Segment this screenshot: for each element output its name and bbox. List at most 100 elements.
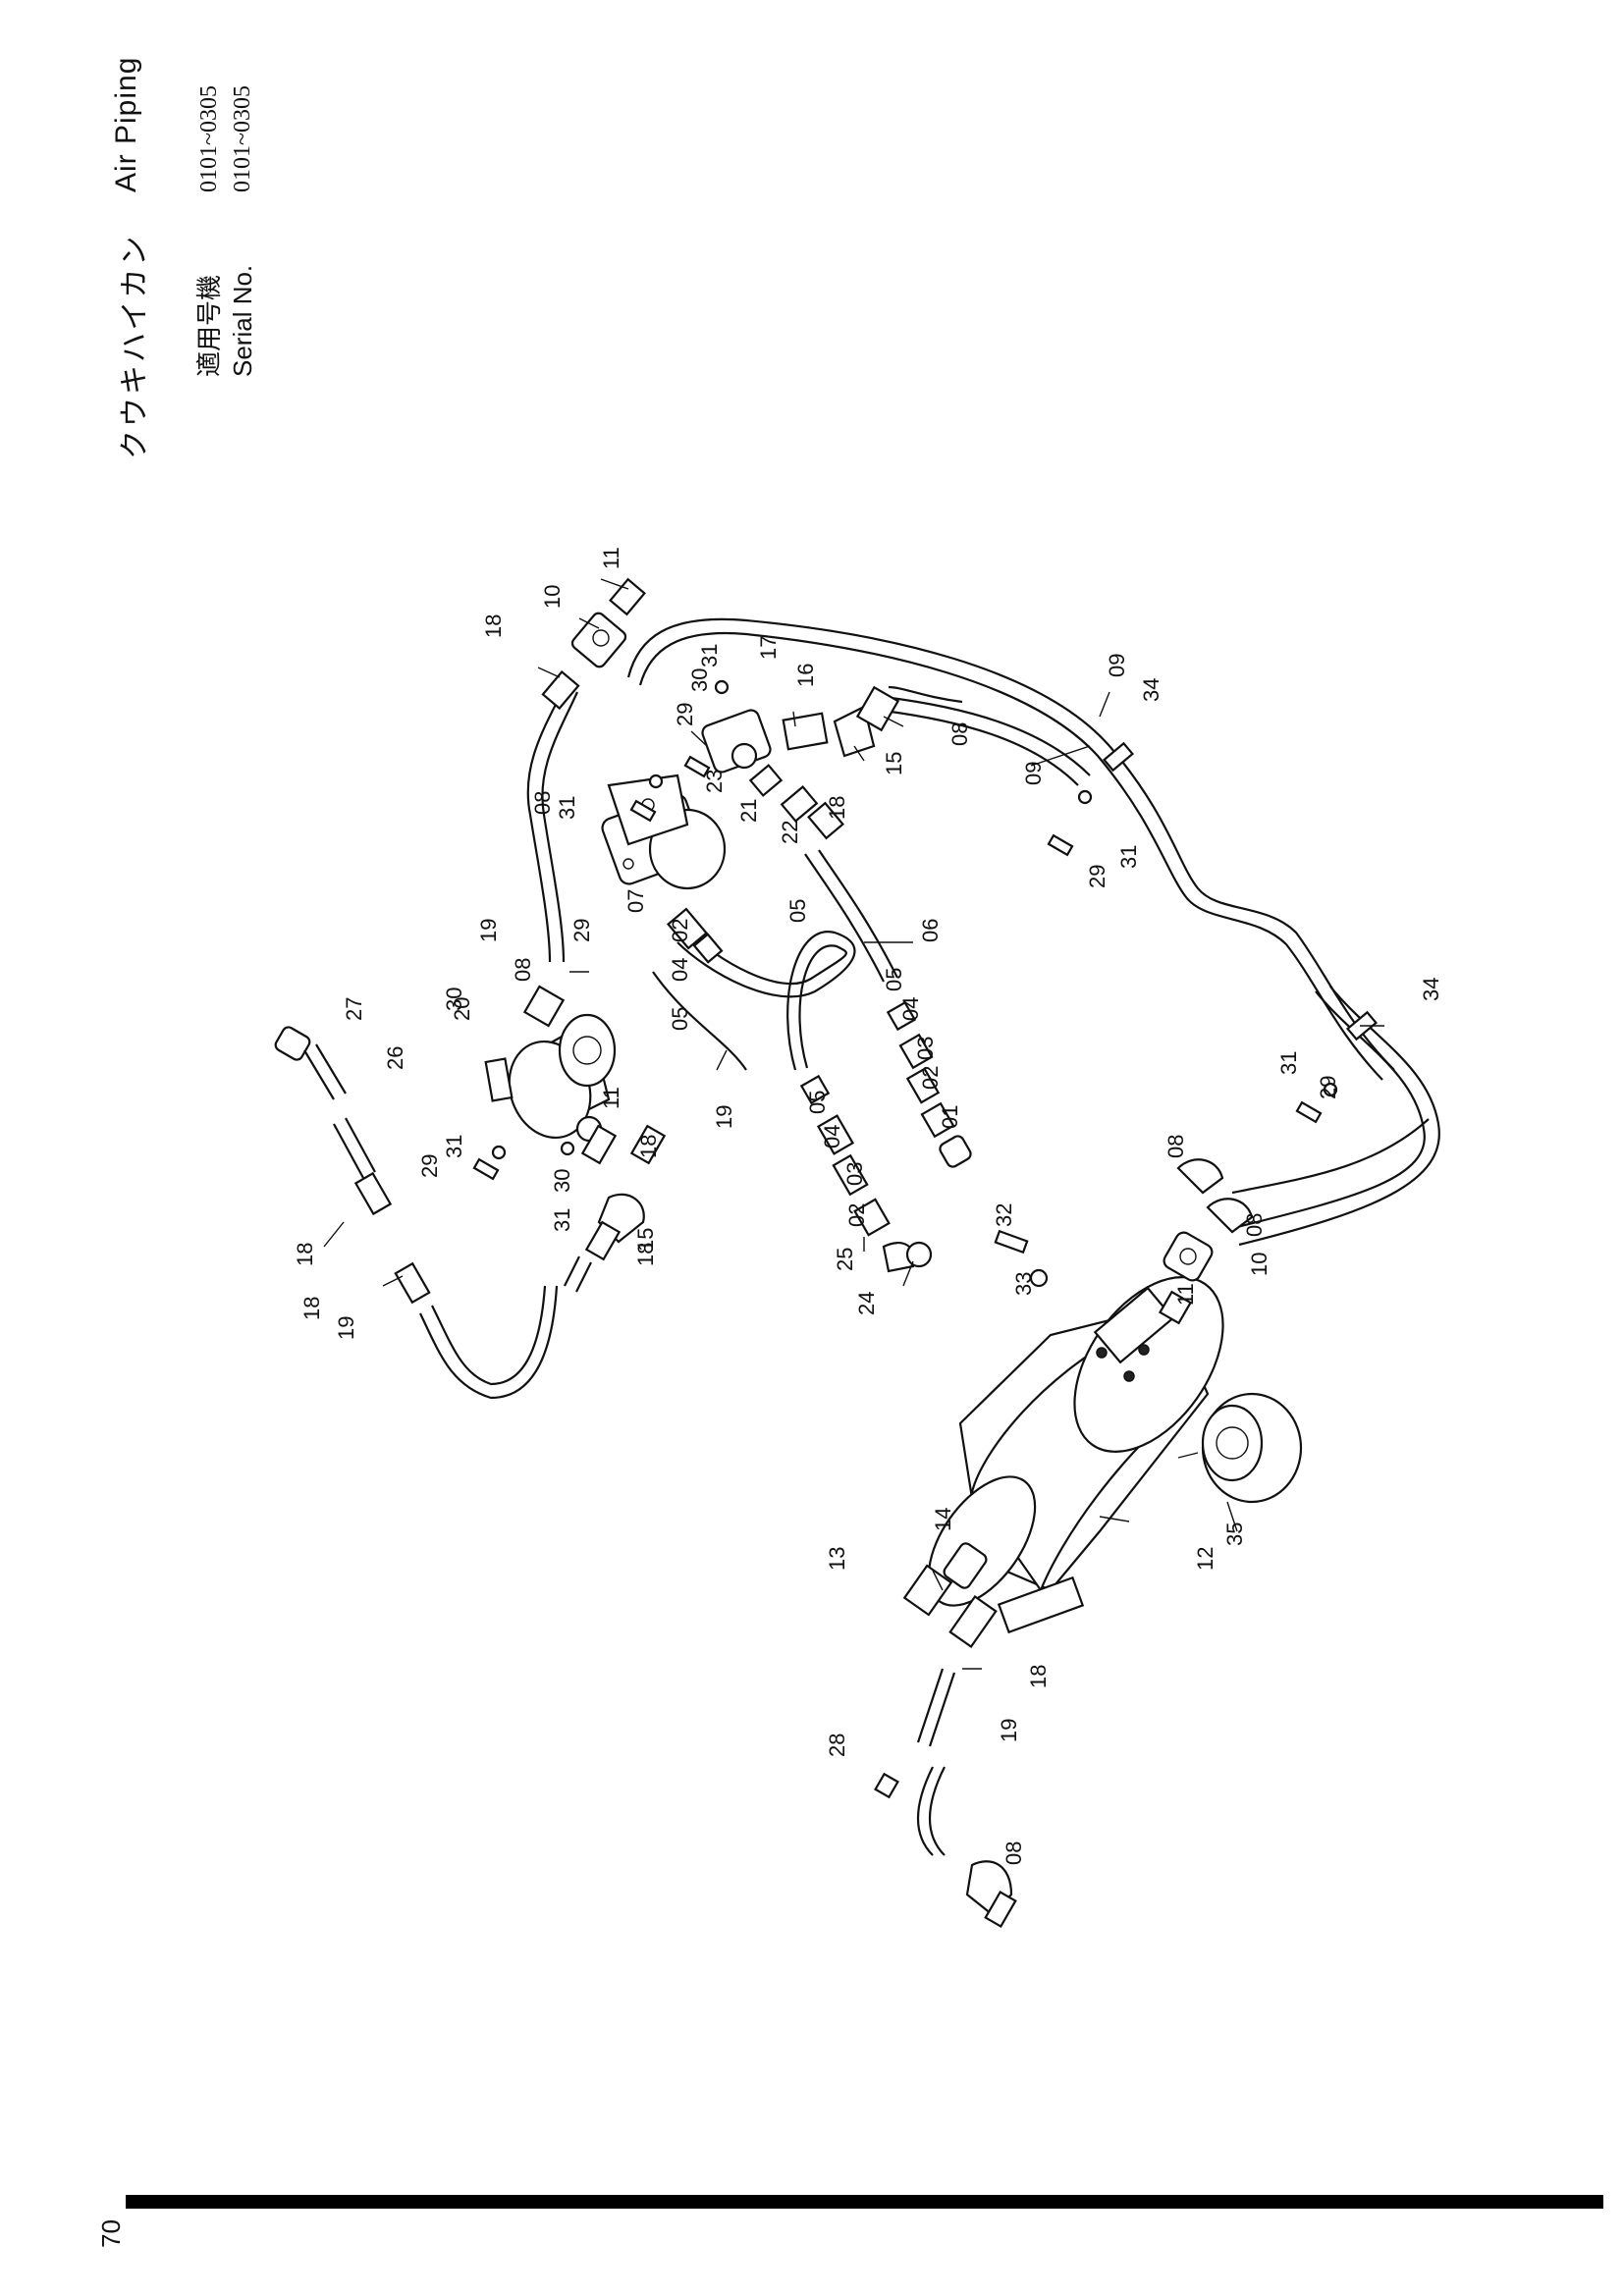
elbow-08-bottom [874, 1772, 1017, 1928]
valve-20-assembly [484, 985, 617, 1143]
hose-19-left [394, 1261, 559, 1400]
valve-07 [601, 774, 727, 890]
part-label-11: 11 [599, 547, 623, 569]
fitting-10-11-top [526, 577, 646, 963]
hose-26-27 [274, 1026, 393, 1216]
part-label-12: 12 [1193, 1547, 1217, 1571]
part-label-30: 30 [442, 988, 466, 1011]
part-label-09: 09 [1021, 762, 1046, 785]
part-label-34: 34 [1419, 978, 1443, 1001]
part-label-08: 08 [1163, 1135, 1188, 1158]
part-label-18: 18 [299, 1297, 324, 1320]
part-label-01: 01 [938, 1105, 962, 1129]
part-label-05: 05 [785, 899, 810, 923]
part-label-32: 32 [992, 1203, 1016, 1227]
part-label-09: 09 [1105, 654, 1129, 677]
part-label-03: 03 [913, 1037, 938, 1060]
part-label-19: 19 [334, 1316, 358, 1340]
fittings-21-23 [748, 764, 844, 840]
footer-rule [126, 2195, 1603, 2209]
part-label-18: 18 [1026, 1665, 1051, 1688]
part-label-02: 02 [844, 1203, 869, 1227]
part-label-10: 10 [1247, 1253, 1271, 1276]
part-label-33: 33 [1011, 1272, 1036, 1296]
part-label-15: 15 [633, 1228, 658, 1252]
part-label-29: 29 [569, 919, 594, 942]
part-label-31: 31 [697, 644, 722, 667]
part-label-27: 27 [342, 997, 366, 1021]
part-label-25: 25 [833, 1248, 857, 1271]
part-label-23: 23 [702, 770, 727, 793]
part-label-28: 28 [825, 1734, 849, 1757]
part-label-13: 13 [825, 1547, 849, 1571]
part-label-14: 14 [931, 1508, 955, 1531]
part-label-21: 21 [736, 799, 761, 823]
part-label-29: 29 [1085, 865, 1109, 888]
part-label-06: 06 [918, 919, 943, 942]
part-label-31: 31 [1116, 845, 1141, 869]
part-label-31: 31 [442, 1135, 466, 1158]
part-label-19: 19 [997, 1719, 1021, 1742]
pipe-34 [1102, 741, 1440, 1247]
part-label-34: 34 [1139, 678, 1163, 702]
part-label-24: 24 [854, 1292, 879, 1315]
part-label-05: 05 [668, 1007, 692, 1031]
part-label-10: 10 [540, 585, 565, 609]
part-label-15: 15 [882, 752, 906, 775]
part-label-08: 08 [511, 958, 535, 982]
air-tank [927, 1276, 1224, 1634]
bolts-29-31 [472, 679, 1338, 1181]
fittings-15-18-left [564, 1124, 667, 1293]
leader-lines [323, 578, 1384, 1670]
part-label-16: 16 [793, 664, 818, 687]
part-label-18: 18 [293, 1243, 317, 1266]
hoses-06 [652, 849, 898, 1071]
part-label-30: 30 [687, 668, 712, 692]
part-label-04: 04 [668, 958, 692, 982]
part-label-18: 18 [633, 1243, 658, 1266]
part-label-18: 18 [636, 1135, 661, 1158]
fittings-02-05-middle [799, 1074, 933, 1273]
part-label-29: 29 [673, 703, 697, 726]
part-label-08: 08 [530, 791, 555, 815]
part-label-05: 05 [805, 1091, 830, 1114]
part-label-04: 04 [820, 1125, 844, 1148]
fittings-02-04-top [666, 907, 724, 964]
part-label-35: 35 [1222, 1522, 1247, 1546]
part-label-30: 30 [550, 1169, 574, 1193]
part-label-29: 29 [1316, 1076, 1340, 1099]
part-label-02: 02 [918, 1066, 943, 1090]
part-label-22: 22 [778, 821, 802, 844]
part-label-31: 31 [1276, 1051, 1301, 1075]
part-label-11: 11 [599, 1087, 623, 1109]
part-label-08: 08 [1001, 1842, 1026, 1865]
valve-17-assembly [701, 685, 963, 774]
part-label-17: 17 [756, 636, 781, 660]
part-label-18: 18 [825, 796, 849, 820]
part-label-19: 19 [712, 1105, 736, 1129]
part-labels: 01 02 02 02 03 03 04 04 04 05 05 05 05 06 07 08 08 08 08 08… [293, 547, 1443, 1865]
part-label-02: 02 [668, 919, 692, 942]
page-number: 70 [96, 2219, 126, 2248]
part-label-11: 11 [1173, 1283, 1198, 1306]
part-label-20: 20 [450, 997, 474, 1021]
part-label-07: 07 [623, 889, 648, 913]
fittings-13-14-tank-bottom [902, 1542, 998, 1856]
fittings-01-05-right [886, 1000, 972, 1168]
part-label-26: 26 [383, 1046, 407, 1070]
part-label-04: 04 [898, 997, 923, 1021]
part-label-08: 08 [947, 722, 972, 746]
part-label-03: 03 [842, 1162, 867, 1186]
fittings-08-10-11-tank [1158, 1158, 1254, 1325]
part-label-31: 31 [555, 796, 579, 820]
part-label-31: 31 [550, 1208, 574, 1232]
part-label-19: 19 [476, 919, 501, 942]
part-label-18: 18 [481, 614, 506, 638]
pipe-09 [626, 617, 1395, 1081]
part-label-29: 29 [417, 1154, 442, 1178]
part-label-05: 05 [882, 968, 906, 991]
bolt-32-washer-33 [994, 1229, 1049, 1288]
compressor-35 [1177, 1392, 1303, 1504]
part-label-08: 08 [1242, 1213, 1267, 1237]
